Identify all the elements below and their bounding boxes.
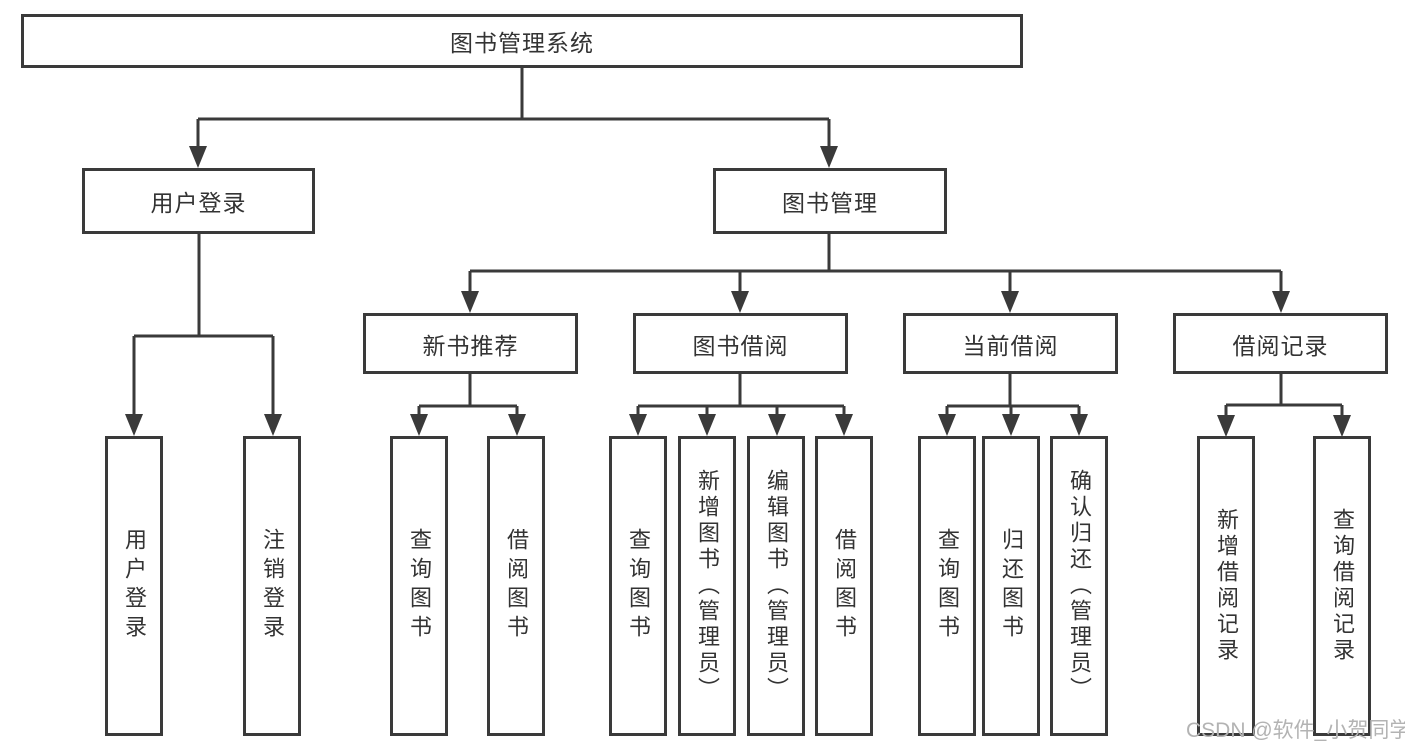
leaf-add-books-admin-label: 新增图书（管理员） — [695, 469, 720, 703]
leaf-logout: 注销登录 — [243, 436, 301, 736]
node-borrowing-records-label: 借阅记录 — [1232, 332, 1329, 359]
leaf-user-login-label: 用户登录 — [122, 528, 147, 644]
leaf-edit-books-admin-label: 编辑图书（管理员） — [764, 469, 789, 703]
leaf-query-borrow-record: 查询借阅记录 — [1313, 436, 1371, 736]
node-borrowing-records: 借阅记录 — [1173, 313, 1388, 374]
node-current-borrowing: 当前借阅 — [903, 313, 1118, 374]
node-root: 图书管理系统 — [21, 14, 1023, 68]
node-new-book-recommend-label: 新书推荐 — [422, 332, 519, 359]
leaf-logout-label: 注销登录 — [260, 528, 285, 644]
node-book-borrowing: 图书借阅 — [633, 313, 848, 374]
leaf-query-books-recommend: 查询图书 — [390, 436, 448, 736]
leaf-borrow-books-recommend: 借阅图书 — [487, 436, 545, 736]
leaf-confirm-return-admin: 确认归还（管理员） — [1050, 436, 1108, 736]
node-user-login: 用户登录 — [82, 168, 315, 234]
leaf-query-books-current: 查询图书 — [918, 436, 976, 736]
leaf-query-books-current-label: 查询图书 — [935, 528, 960, 644]
node-book-management-label: 图书管理 — [782, 190, 878, 216]
leaf-user-login: 用户登录 — [105, 436, 163, 736]
leaf-edit-books-admin: 编辑图书（管理员） — [747, 436, 805, 736]
leaf-query-books-recommend-label: 查询图书 — [407, 528, 432, 644]
node-book-management: 图书管理 — [713, 168, 947, 234]
node-new-book-recommend: 新书推荐 — [363, 313, 578, 374]
leaf-query-books-borrowing-label: 查询图书 — [626, 528, 651, 644]
csdn-watermark: CSDN @软件_小贺同学 — [1186, 719, 1405, 742]
leaf-query-borrow-record-label: 查询借阅记录 — [1330, 508, 1355, 664]
leaf-add-borrow-record-label: 新增借阅记录 — [1214, 508, 1239, 664]
node-book-borrowing-label: 图书借阅 — [692, 332, 789, 359]
leaf-borrow-books-recommend-label: 借阅图书 — [504, 528, 529, 644]
node-root-label: 图书管理系统 — [450, 30, 594, 56]
leaf-query-books-borrowing: 查询图书 — [609, 436, 667, 736]
leaf-add-borrow-record: 新增借阅记录 — [1197, 436, 1255, 736]
leaf-borrow-books-borrowing-label: 借阅图书 — [832, 528, 857, 644]
node-current-borrowing-label: 当前借阅 — [962, 332, 1059, 359]
leaf-return-books-label: 归还图书 — [999, 528, 1024, 644]
leaf-confirm-return-admin-label: 确认归还（管理员） — [1067, 469, 1092, 703]
leaf-borrow-books-borrowing: 借阅图书 — [815, 436, 873, 736]
leaf-add-books-admin: 新增图书（管理员） — [678, 436, 736, 736]
leaf-return-books: 归还图书 — [982, 436, 1040, 736]
node-user-login-label: 用户登录 — [150, 190, 247, 216]
